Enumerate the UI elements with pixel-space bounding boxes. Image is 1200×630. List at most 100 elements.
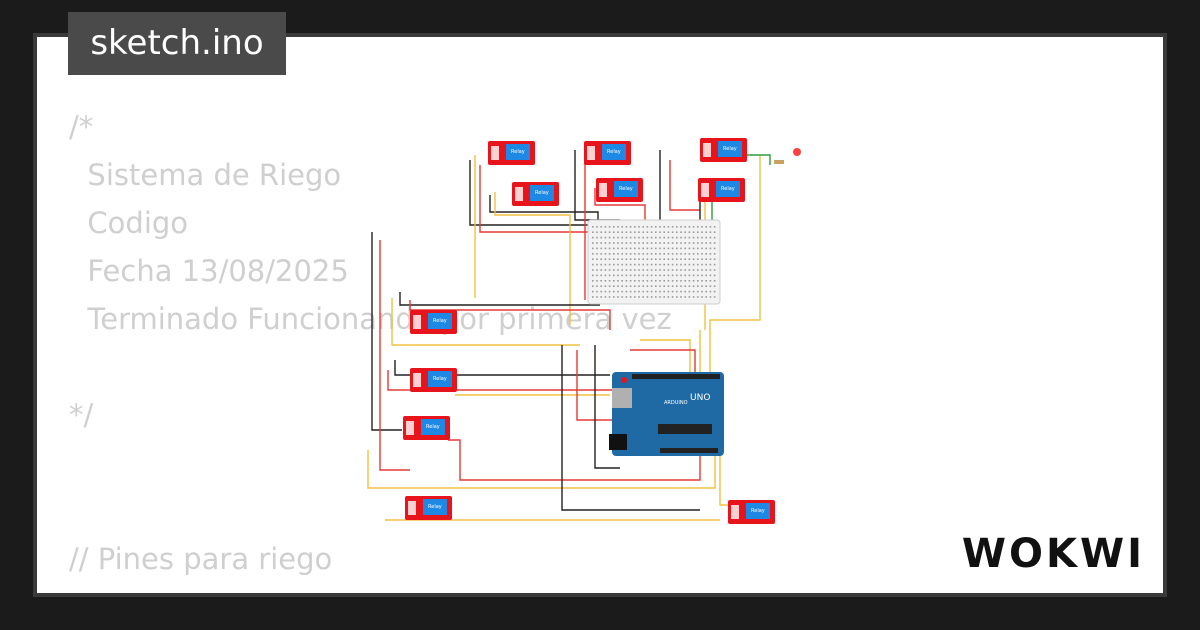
breadboard-hole bbox=[608, 290, 611, 293]
breadboard-hole bbox=[684, 231, 686, 233]
breadboard-hole bbox=[671, 285, 674, 287]
breadboard-hole bbox=[705, 231, 707, 233]
breadboard-hole bbox=[655, 226, 657, 228]
wire bbox=[371, 232, 402, 431]
breadboard-hole bbox=[680, 231, 682, 233]
wire bbox=[745, 154, 771, 165]
breadboard-hole bbox=[621, 226, 623, 228]
file-tab[interactable]: sketch.ino bbox=[68, 12, 286, 75]
relay-module[interactable]: Relay bbox=[410, 310, 457, 334]
reset-button[interactable] bbox=[621, 377, 627, 383]
relay-module[interactable]: Relay bbox=[512, 182, 559, 206]
breadboard-hole bbox=[701, 280, 703, 282]
breadboard-hole bbox=[705, 236, 707, 239]
breadboard-hole bbox=[713, 274, 716, 277]
breadboard-hole bbox=[684, 296, 686, 298]
relay-module[interactable]: Relay bbox=[403, 416, 450, 440]
breadboard-hole bbox=[680, 253, 682, 255]
breadboard-hole bbox=[688, 263, 691, 266]
breadboard-hole bbox=[625, 236, 628, 239]
breadboard-hole bbox=[629, 242, 632, 244]
breadboard-hole bbox=[634, 274, 636, 277]
led[interactable] bbox=[793, 148, 801, 156]
relay-module[interactable]: Relay bbox=[410, 368, 457, 392]
breadboard-hole bbox=[613, 236, 615, 239]
breadboard-hole bbox=[608, 242, 611, 244]
breadboard-hole bbox=[604, 236, 607, 239]
breadboard-hole bbox=[604, 263, 607, 266]
breadboard-hole bbox=[684, 247, 686, 250]
relay-header bbox=[406, 421, 414, 435]
led-with-resistor bbox=[774, 148, 801, 164]
breadboard-hole bbox=[697, 290, 699, 293]
breadboard-hole bbox=[676, 253, 678, 255]
breadboard-hole bbox=[621, 236, 623, 239]
relay-coil bbox=[746, 503, 770, 519]
breadboard-hole bbox=[642, 253, 644, 255]
code-line: Logica Positiva Bajo Nivel Entrada (13) bbox=[69, 583, 713, 593]
relay-module[interactable]: Relay bbox=[728, 500, 775, 524]
breadboard-hole bbox=[604, 231, 607, 233]
breadboard-hole bbox=[625, 263, 628, 266]
breadboard-hole bbox=[638, 280, 640, 282]
breadboard-hole bbox=[676, 274, 678, 277]
breadboard-hole bbox=[625, 285, 628, 287]
relay-module[interactable]: Relay bbox=[698, 178, 745, 202]
relay-header bbox=[587, 146, 595, 160]
breadboard-hole bbox=[671, 269, 674, 271]
breadboard-hole bbox=[684, 236, 686, 239]
breadboard-hole bbox=[713, 285, 716, 287]
relay-module[interactable]: Relay bbox=[405, 496, 452, 520]
breadboard-hole bbox=[600, 296, 602, 298]
breadboard-hole bbox=[650, 236, 653, 239]
breadboard-hole bbox=[638, 269, 640, 271]
breadboard-hole bbox=[617, 285, 619, 287]
breadboard-hole bbox=[617, 274, 619, 277]
breadboard-hole bbox=[705, 247, 707, 250]
breadboard-hole bbox=[596, 274, 598, 277]
breadboard-hole bbox=[592, 247, 594, 250]
breadboard-hole bbox=[684, 290, 686, 293]
breadboard-hole bbox=[676, 263, 678, 266]
breadboard-hole bbox=[642, 263, 644, 266]
breadboard-hole bbox=[638, 274, 640, 277]
breadboard-hole bbox=[592, 274, 594, 277]
breadboard-hole bbox=[629, 226, 632, 228]
breadboard-hole bbox=[701, 231, 703, 233]
breadboard-hole bbox=[646, 296, 649, 298]
breadboard-hole bbox=[625, 290, 628, 293]
breadboard-hole bbox=[608, 226, 611, 228]
relay-module[interactable]: Relay bbox=[488, 141, 535, 165]
preview-panel: /* Sistema de Riego Codigo Fecha 13/08/2… bbox=[37, 37, 1163, 593]
relay-module[interactable]: Relay bbox=[584, 141, 631, 165]
breadboard-hole bbox=[634, 296, 636, 298]
breadboard-hole bbox=[613, 285, 615, 287]
breadboard-hole bbox=[655, 258, 657, 260]
breadboard-hole bbox=[680, 280, 682, 282]
relay-header bbox=[599, 183, 607, 197]
wire bbox=[394, 360, 610, 376]
breadboard-hole bbox=[705, 280, 707, 282]
breadboard-hole bbox=[684, 242, 686, 244]
breadboard-hole bbox=[634, 247, 636, 250]
breadboard-hole bbox=[592, 280, 594, 282]
breadboard-hole bbox=[655, 296, 657, 298]
breadboard-hole bbox=[638, 226, 640, 228]
breadboard-hole bbox=[659, 263, 661, 266]
breadboard-hole bbox=[625, 231, 628, 233]
breadboard-hole bbox=[629, 258, 632, 260]
relay-module[interactable]: Relay bbox=[700, 138, 747, 162]
code-line: /* bbox=[69, 110, 94, 144]
relay-module[interactable]: Relay bbox=[596, 178, 643, 202]
wire bbox=[576, 350, 612, 421]
breadboard-hole bbox=[604, 296, 607, 298]
breadboard-hole bbox=[629, 236, 632, 239]
code-line: Fecha 13/08/2025 bbox=[69, 254, 349, 288]
breadboard-hole bbox=[592, 231, 594, 233]
breadboard-hole bbox=[705, 290, 707, 293]
breadboard-hole bbox=[592, 253, 594, 255]
relay-label: Relay bbox=[751, 508, 765, 514]
breadboard-hole bbox=[646, 280, 649, 282]
breadboard-hole bbox=[608, 285, 611, 287]
breadboard-hole bbox=[705, 242, 707, 244]
